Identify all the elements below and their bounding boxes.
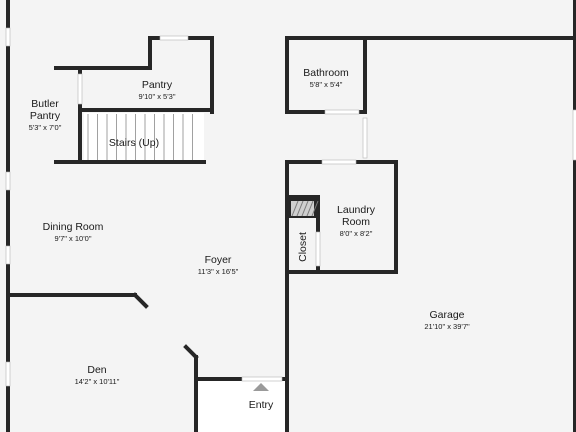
stairs-area bbox=[84, 113, 204, 160]
entry-floor bbox=[198, 381, 285, 432]
window-left-4 bbox=[5, 361, 11, 387]
window-left-3 bbox=[5, 245, 11, 265]
room-dimensions: 5'3" x 7'0" bbox=[29, 123, 62, 132]
entry-arrow-icon bbox=[253, 383, 269, 391]
door-closet-right bbox=[315, 231, 321, 267]
room-name: Butler bbox=[31, 98, 59, 110]
room-name: Closet bbox=[297, 232, 309, 262]
room-dimensions: 14'2" x 10'11" bbox=[75, 377, 120, 386]
door-pantry-left bbox=[77, 73, 83, 105]
room-dimensions: 9'10" x 5'3" bbox=[139, 92, 176, 101]
room-name: Bathroom bbox=[303, 67, 349, 79]
room-name: Garage bbox=[429, 309, 464, 321]
room-name: Den bbox=[87, 364, 106, 376]
window-right-1 bbox=[572, 109, 576, 161]
door-bathroom-right bbox=[362, 117, 368, 159]
room-dimensions: 5'8" x 5'4" bbox=[310, 80, 343, 89]
room-dimensions: 11'3" x 16'5" bbox=[198, 267, 239, 276]
window-left-2 bbox=[5, 171, 11, 191]
room-dimensions: 9'7" x 10'0" bbox=[55, 234, 92, 243]
room-name: Room bbox=[342, 216, 370, 228]
room-label-stairs: Stairs (Up) bbox=[109, 137, 159, 149]
den-wall-angle bbox=[132, 292, 149, 309]
room-name: Entry bbox=[249, 399, 274, 411]
room-label-closet: Closet bbox=[297, 232, 309, 262]
room-name: Pantry bbox=[30, 110, 61, 122]
room-name: Laundry bbox=[337, 204, 376, 216]
room-name: Pantry bbox=[142, 79, 173, 91]
room-dimensions: 21'10" x 39'7" bbox=[424, 322, 470, 331]
vent-fixture bbox=[289, 199, 319, 218]
window-openings bbox=[5, 27, 576, 387]
room-name: Foyer bbox=[205, 254, 232, 266]
door-bathroom-bottom bbox=[324, 109, 360, 115]
room-dimensions: 8'0" x 8'2" bbox=[340, 229, 373, 238]
room-name: Stairs (Up) bbox=[109, 137, 159, 149]
window-left-1 bbox=[5, 27, 11, 47]
door-laundry-top bbox=[321, 159, 357, 165]
door-entry-top bbox=[241, 376, 283, 382]
room-name: Dining Room bbox=[43, 221, 104, 233]
room-label-entry: Entry bbox=[249, 399, 274, 411]
fixtures bbox=[84, 113, 319, 391]
window-pantry-top bbox=[159, 35, 189, 41]
